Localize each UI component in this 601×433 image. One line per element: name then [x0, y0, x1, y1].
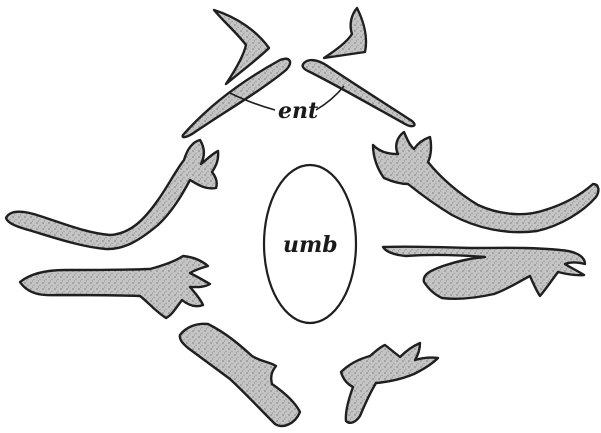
- left-hyoplastron: [6, 140, 218, 249]
- label-ent: ent: [278, 98, 318, 124]
- ent-leader-right: [316, 86, 344, 110]
- right-xiphiplastron: [341, 343, 438, 423]
- label-umb: umb: [283, 232, 338, 258]
- left-xiphiplastron: [180, 324, 300, 426]
- right-hypoplastron: [383, 247, 585, 299]
- left-hypoplastron: [20, 256, 210, 318]
- top-right-crescent: [324, 8, 366, 58]
- right-hyoplastron: [373, 132, 598, 232]
- right-entoplastron: [303, 60, 415, 126]
